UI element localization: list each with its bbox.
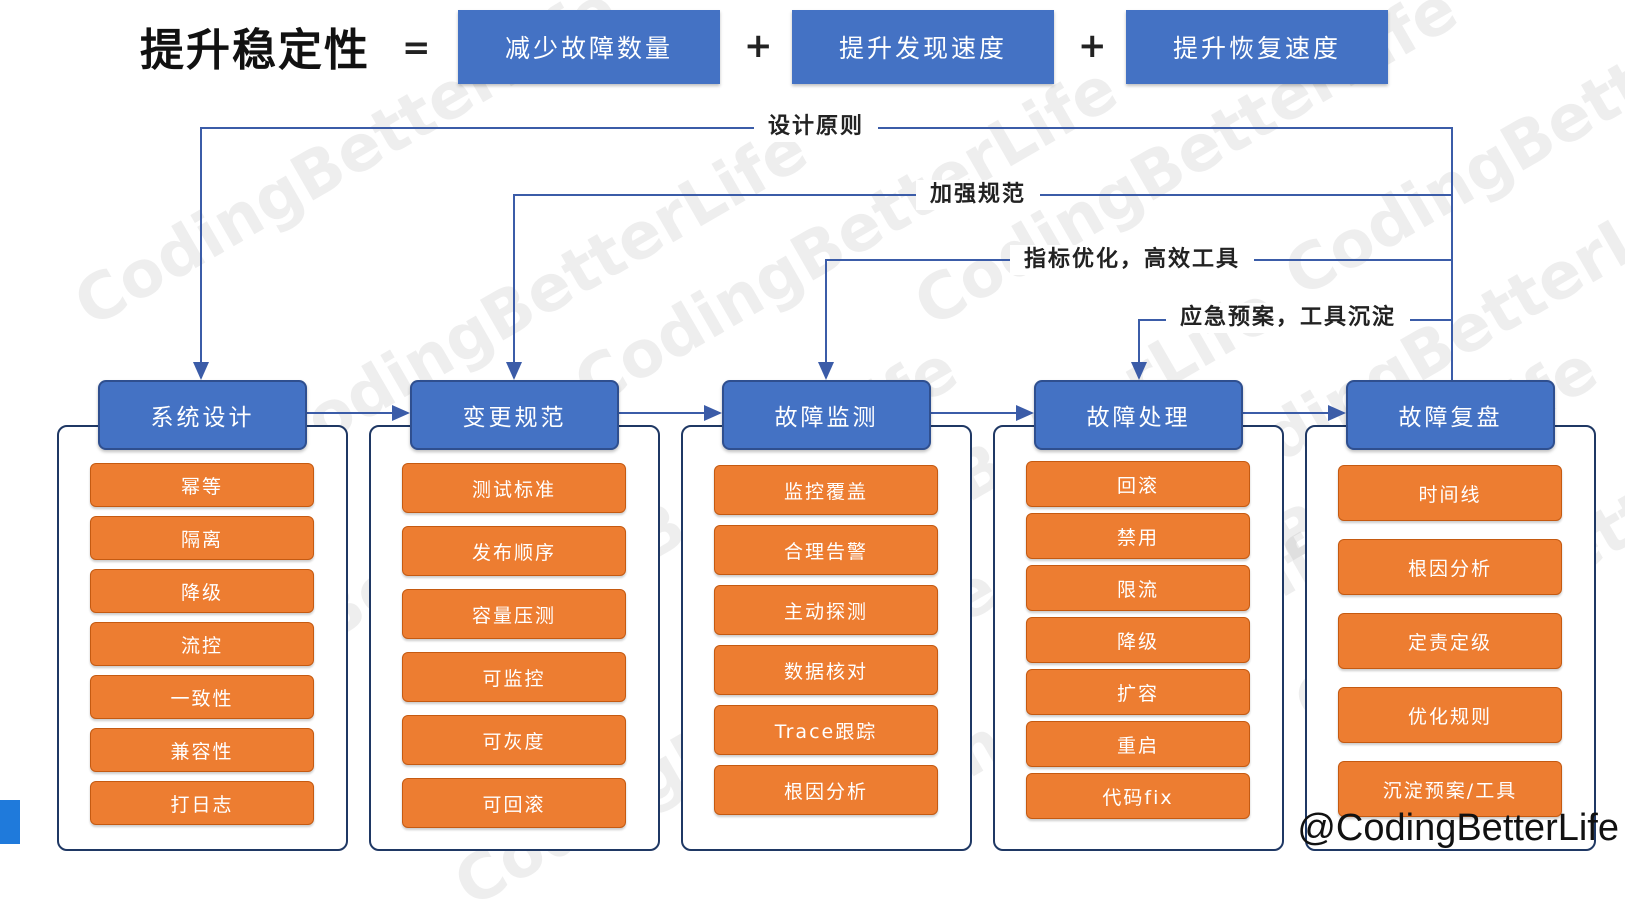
list-item: 降级: [90, 569, 314, 613]
list-item: 时间线: [1338, 465, 1562, 521]
list-item: 合理告警: [714, 525, 938, 575]
list-item: 容量压测: [402, 589, 626, 639]
list-item: 主动探测: [714, 585, 938, 635]
list-item: 定责定级: [1338, 613, 1562, 669]
list-item: 打日志: [90, 781, 314, 825]
list-item: 流控: [90, 622, 314, 666]
list-item: 可灰度: [402, 715, 626, 765]
list-item: 隔离: [90, 516, 314, 560]
list-item: 根因分析: [1338, 539, 1562, 595]
goal-reduce-failures: 减少故障数量: [458, 10, 720, 84]
column-header: 故障处理: [1034, 380, 1243, 450]
plus-sign: +: [1078, 26, 1107, 66]
list-item: 一致性: [90, 675, 314, 719]
list-item: 兼容性: [90, 728, 314, 772]
equals-sign: =: [402, 28, 431, 68]
author-handle: @CodingBetterLife: [1297, 807, 1619, 849]
column-header: 故障监测: [722, 380, 931, 450]
list-item: 限流: [1026, 565, 1250, 611]
feedback-label-metrics: 指标优化，高效工具: [1010, 245, 1255, 275]
plus-sign: +: [744, 26, 773, 66]
feedback-label-standards: 加强规范: [916, 180, 1041, 210]
list-item: 幂等: [90, 463, 314, 507]
feedback-label-contingency: 应急预案，工具沉淀: [1166, 303, 1411, 333]
edge-marker: [0, 800, 20, 844]
feedback-label-design: 设计原则: [754, 112, 879, 142]
list-item: 根因分析: [714, 765, 938, 815]
list-item: 沉淀预案/工具: [1338, 761, 1562, 817]
list-item: 重启: [1026, 721, 1250, 767]
list-item: 回滚: [1026, 461, 1250, 507]
list-item: 代码fix: [1026, 773, 1250, 819]
list-item: 监控覆盖: [714, 465, 938, 515]
list-item: 降级: [1026, 617, 1250, 663]
list-item: 禁用: [1026, 513, 1250, 559]
goal-detect-speed: 提升发现速度: [792, 10, 1054, 84]
list-item: 可回滚: [402, 778, 626, 828]
list-item: 测试标准: [402, 463, 626, 513]
list-item: 可监控: [402, 652, 626, 702]
goal-recover-speed: 提升恢复速度: [1126, 10, 1388, 84]
list-item: 优化规则: [1338, 687, 1562, 743]
page-title: 提升稳定性: [140, 25, 370, 76]
column-header: 变更规范: [410, 380, 619, 450]
column-header: 系统设计: [98, 380, 307, 450]
list-item: 扩容: [1026, 669, 1250, 715]
list-item: 数据核对: [714, 645, 938, 695]
column-header: 故障复盘: [1346, 380, 1555, 450]
list-item: 发布顺序: [402, 526, 626, 576]
list-item: Trace跟踪: [714, 705, 938, 755]
